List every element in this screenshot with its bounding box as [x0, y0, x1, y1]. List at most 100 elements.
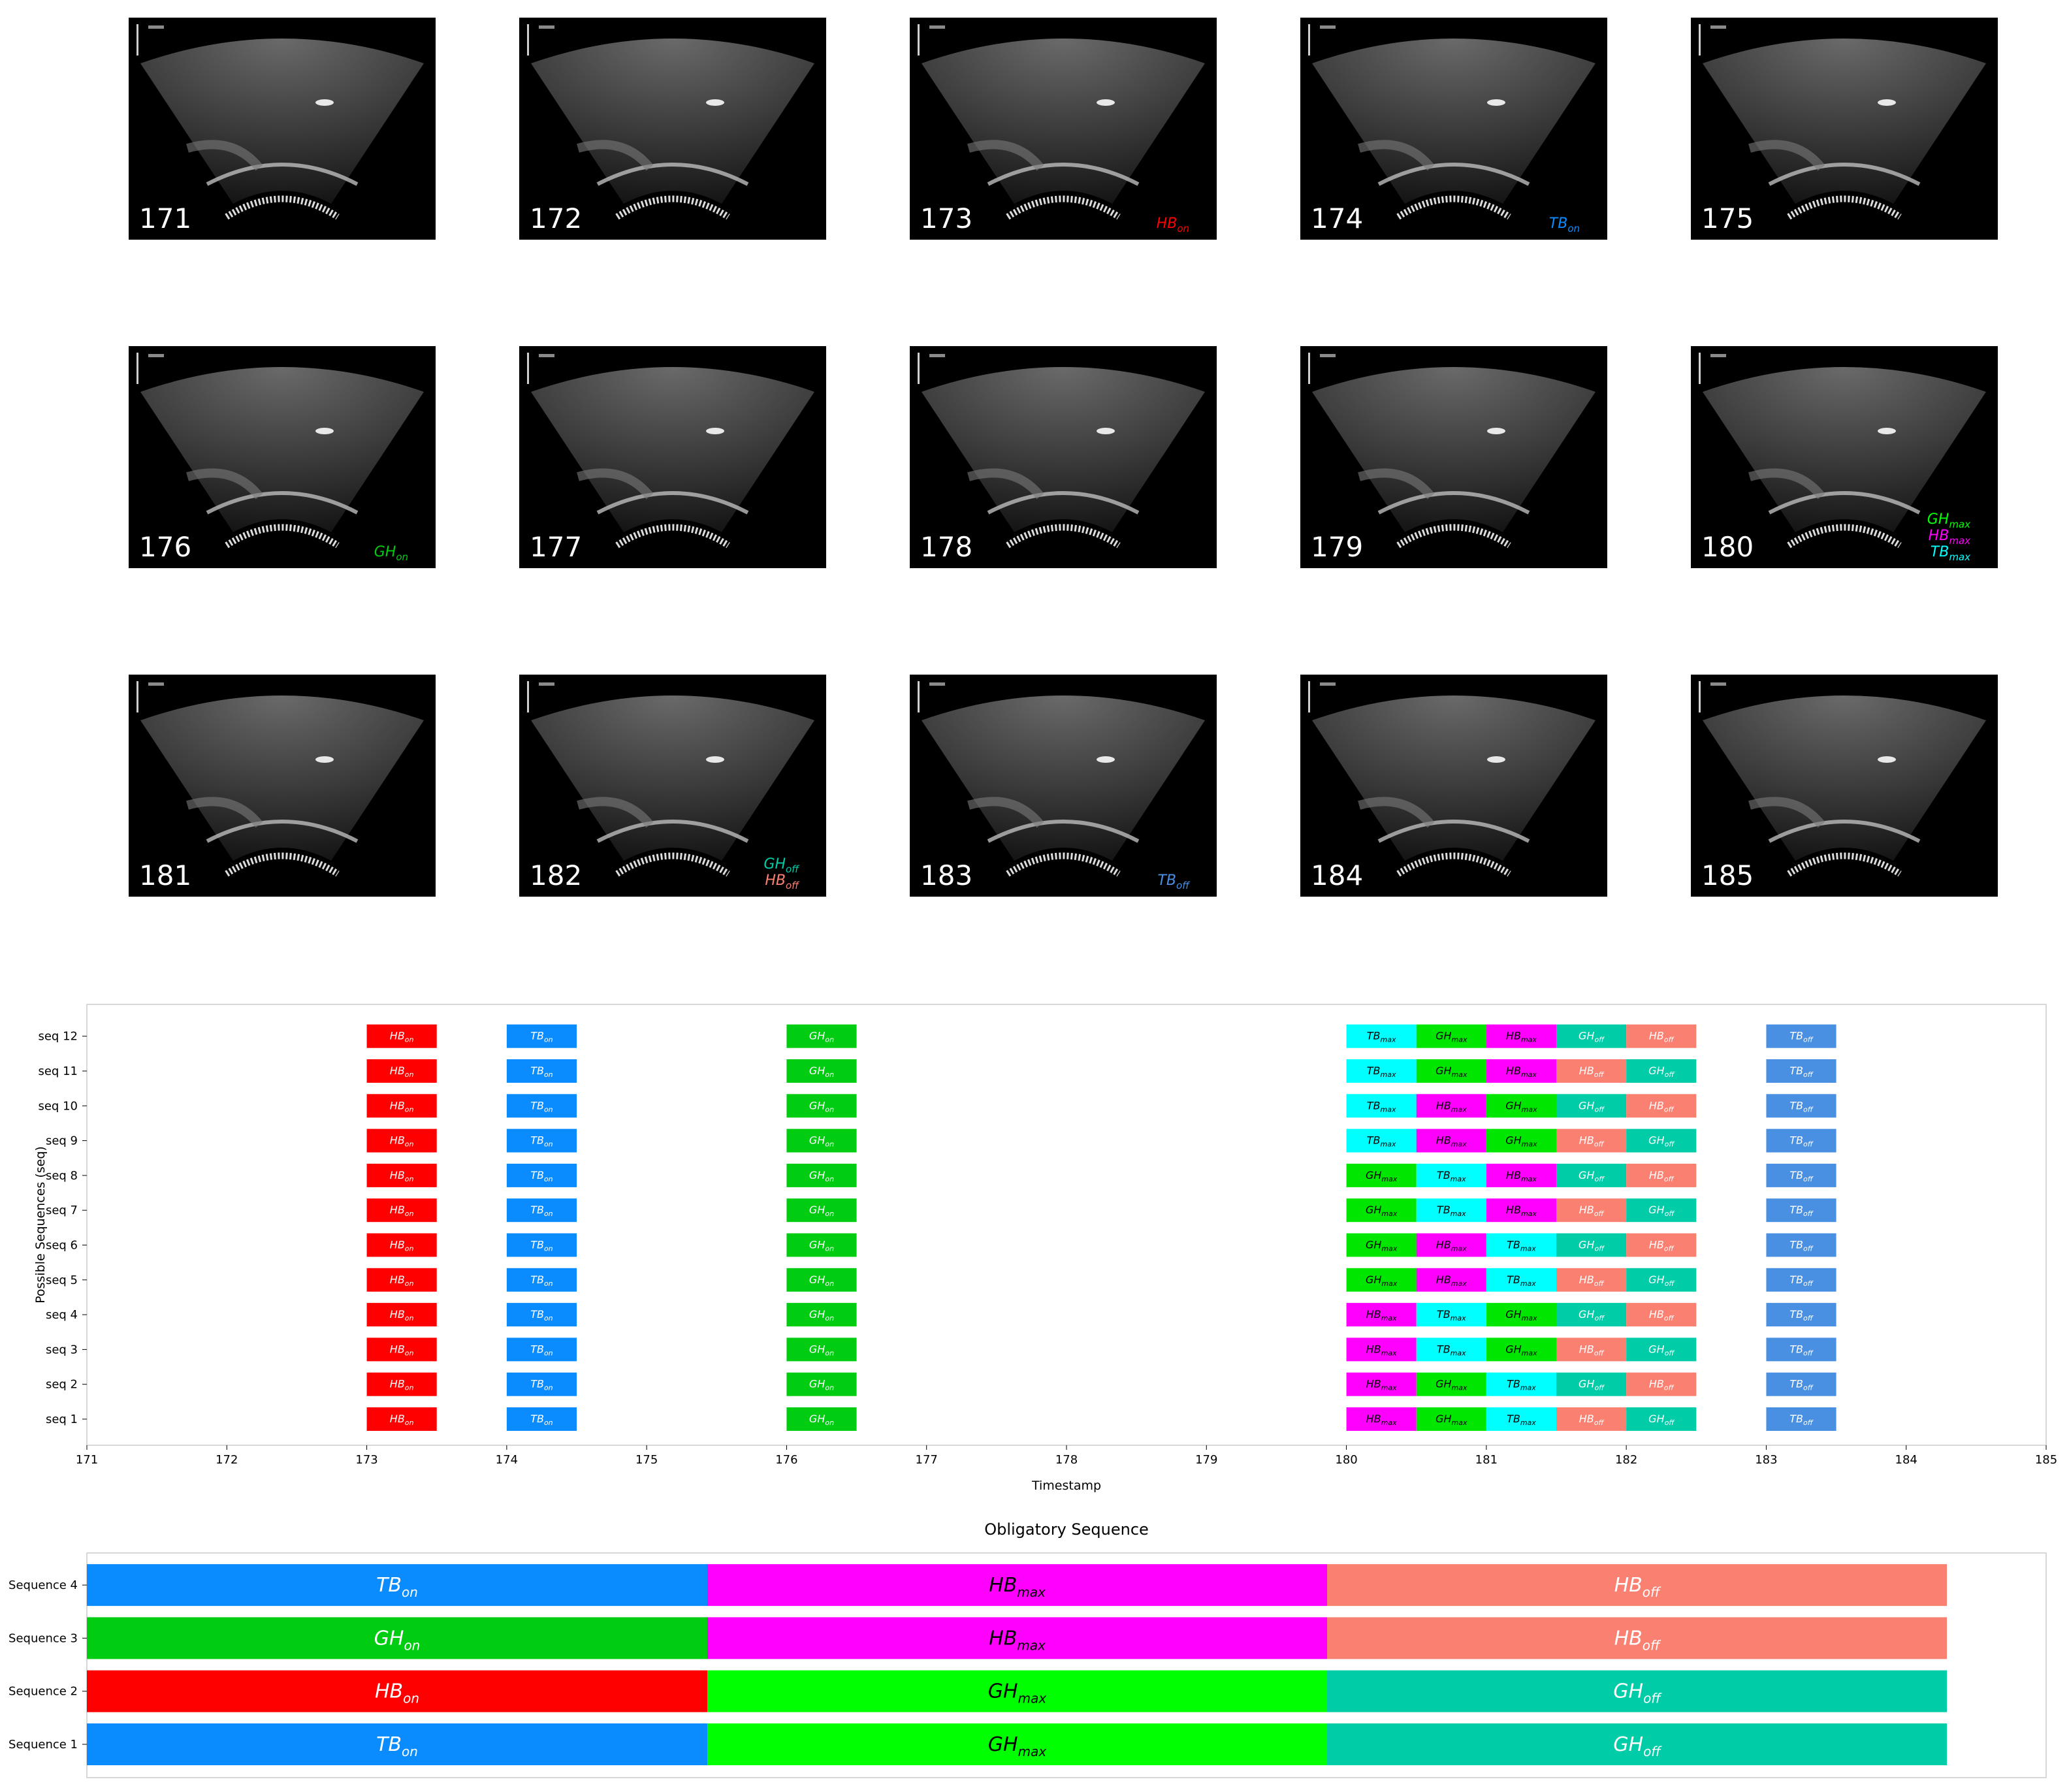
event-bar-label: TBon [530, 1273, 553, 1288]
echo-highlight [1097, 428, 1115, 434]
event-bar [1626, 1303, 1697, 1327]
event-bar-label: TBoff [1789, 1343, 1813, 1357]
event-bar-label: HBmax [1436, 1239, 1467, 1253]
event-bar-label: TBmax [1507, 1378, 1536, 1392]
event-bar [506, 1024, 577, 1048]
event-bar [786, 1024, 857, 1048]
echo-highlight [1097, 756, 1115, 763]
frame-event-label: HBoff [765, 872, 800, 891]
event-bar [786, 1372, 857, 1396]
sequence-segment-label: TBon [376, 1574, 418, 1600]
sequence-segment-label: TBon [376, 1733, 418, 1759]
frame-number: 185 [1701, 859, 1754, 891]
event-bar-label: HBoff [1579, 1064, 1605, 1079]
tissue-shadow [577, 140, 654, 171]
event-bar-label: GHmax [1505, 1308, 1537, 1322]
event-bar [366, 1024, 437, 1048]
scan-fan [922, 367, 1205, 532]
event-bar-label: TBoff [1789, 1204, 1813, 1218]
depth-marker [1308, 681, 1310, 712]
x-tick-label: 182 [1615, 1453, 1637, 1467]
event-bar-label: HBon [390, 1030, 414, 1044]
event-bar-label: TBon [530, 1064, 553, 1079]
tissue-shadow [186, 140, 263, 171]
event-bar [1416, 1059, 1486, 1083]
event-bar-label: TBmax [1367, 1064, 1396, 1079]
event-bar-label: HBon [390, 1064, 414, 1079]
frame-event-label: TBmax [1931, 544, 1970, 563]
sequence-segment [87, 1723, 707, 1765]
event-bar [1626, 1337, 1697, 1362]
sequence-segment [87, 1617, 707, 1659]
frame-event-label: GHmax [1927, 511, 1970, 530]
sequence-segment-label: GHoff [1613, 1680, 1662, 1706]
event-bar-label: HBoff [1649, 1239, 1675, 1253]
depth-marker [136, 24, 138, 56]
depth-marker [1699, 24, 1701, 56]
y-tick-label: seq 10 [38, 1099, 78, 1113]
event-bar [506, 1372, 577, 1396]
event-bar-label: GHon [809, 1239, 834, 1253]
echo-highlight [1487, 428, 1505, 434]
event-bar [1556, 1198, 1627, 1223]
echo-highlight [1878, 756, 1896, 763]
y-axis-label: Possible Sequences (seq) [33, 1146, 48, 1304]
event-bar-label: HBon [390, 1204, 414, 1218]
event-bar [1486, 1303, 1556, 1327]
echo-highlight [706, 428, 724, 434]
depth-marker [1308, 353, 1310, 384]
depth-marker [136, 681, 138, 712]
event-bar [786, 1163, 857, 1187]
echo-highlight [706, 99, 724, 106]
event-bar [366, 1372, 437, 1396]
x-axis-label: Timestamp [1031, 1479, 1101, 1493]
bone-arc [206, 820, 359, 843]
event-bar-label: TBmax [1367, 1030, 1396, 1044]
bone-arc-lower [615, 524, 730, 549]
sequence-segment [1327, 1564, 1947, 1607]
event-bar-label: TBmax [1507, 1239, 1536, 1253]
event-bar-label: GHmax [1366, 1239, 1398, 1253]
event-bar [506, 1059, 577, 1083]
event-bar [786, 1268, 857, 1292]
frame-number: 174 [1311, 202, 1363, 234]
event-bar-label: TBoff [1789, 1239, 1813, 1253]
event-bar-label: HBmax [1506, 1030, 1537, 1044]
event-bar [1626, 1163, 1697, 1187]
event-bar [1346, 1024, 1417, 1048]
event-bar-label: GHoff [1648, 1413, 1675, 1427]
device-label-mark [539, 682, 554, 686]
event-bar-label: TBmax [1507, 1413, 1536, 1427]
y-tick-label: seq 5 [46, 1273, 78, 1287]
event-bar-label: TBoff [1789, 1413, 1813, 1427]
scan-fan [531, 39, 814, 204]
scan-fan [140, 39, 424, 204]
sequence-segment-label: HBon [375, 1680, 419, 1706]
event-bar-label: HBon [390, 1239, 414, 1253]
frame-number: 176 [139, 531, 191, 563]
device-label-mark [148, 25, 164, 29]
event-bar [1556, 1128, 1627, 1153]
sequence-segment [707, 1670, 1327, 1712]
event-bar [506, 1233, 577, 1257]
event-bar-label: GHoff [1579, 1169, 1605, 1183]
tissue-shadow [577, 468, 654, 500]
event-bar [786, 1198, 857, 1223]
sequence-segment-label: HBoff [1614, 1627, 1661, 1653]
event-bar-label: HBoff [1649, 1378, 1675, 1392]
scan-fan [1703, 696, 1986, 861]
event-bar [1556, 1372, 1627, 1396]
depth-marker [918, 353, 920, 384]
event-bar [1766, 1337, 1836, 1362]
device-label-mark [1710, 25, 1726, 29]
sequence-segment-label: HBmax [989, 1574, 1046, 1600]
frame-number: 180 [1701, 531, 1754, 563]
frame-event-label: GHon [374, 544, 408, 563]
x-tick-label: 175 [635, 1453, 658, 1467]
event-bar [1766, 1198, 1836, 1223]
ultrasound-frame: 175 [1691, 18, 1998, 240]
